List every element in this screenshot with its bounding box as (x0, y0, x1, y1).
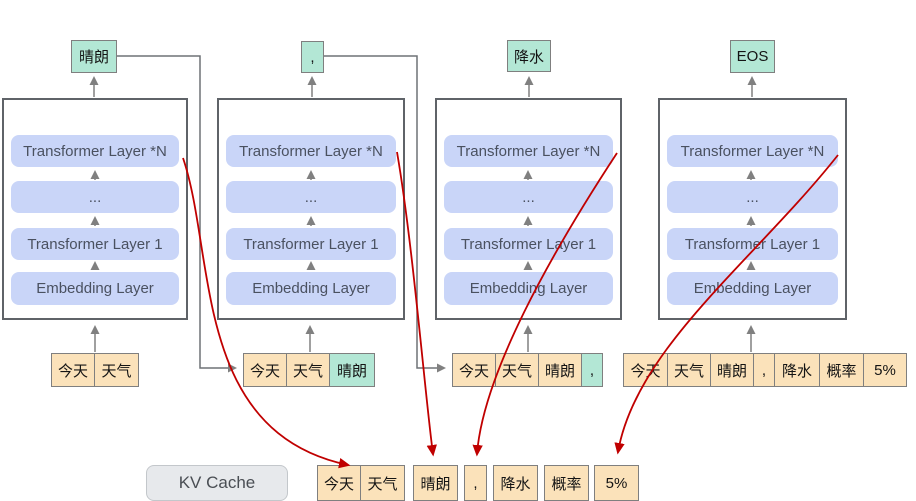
output-token: 晴朗 (71, 40, 117, 73)
input-token-cell: 天气 (667, 353, 711, 387)
cache-token-cell: 天气 (360, 465, 405, 501)
input-token-cell-new: 晴朗 (329, 353, 375, 387)
input-token-row-2: 今天 天气 晴朗 (243, 353, 375, 387)
transformer-layer-n-box: Transformer Layer *N (226, 135, 396, 167)
model-column-frame-2: Transformer Layer *N ... Transformer Lay… (217, 98, 405, 320)
embedding-layer-box: Embedding Layer (226, 272, 396, 305)
transformer-layer-1-box: Transformer Layer 1 (444, 228, 613, 260)
input-token-cell: 今天 (452, 353, 496, 387)
cache-token-cell: 概率 (544, 465, 589, 501)
input-token-cell: , (753, 353, 775, 387)
output-token: , (301, 41, 324, 73)
input-token-cell: 晴朗 (538, 353, 582, 387)
input-token-row-1: 今天 天气 (51, 353, 139, 387)
hidden-layers-ellipsis-box: ... (444, 181, 613, 213)
transformer-layer-1-box: Transformer Layer 1 (667, 228, 838, 260)
cache-token-cell: 5% (594, 465, 639, 501)
input-token-cell: 今天 (623, 353, 668, 387)
kv-cache-token-pair: 今天 天气 (317, 465, 405, 501)
input-token-row-4: 今天 天气 晴朗 , 降水 概率 5% (623, 353, 907, 387)
input-token-cell: 5% (863, 353, 907, 387)
transformer-layer-n-box: Transformer Layer *N (667, 135, 838, 167)
input-token-cell: 天气 (495, 353, 539, 387)
input-token-row-3: 今天 天气 晴朗 , (452, 353, 603, 387)
hidden-layers-ellipsis-box: ... (667, 181, 838, 213)
input-token-cell: 晴朗 (710, 353, 754, 387)
embedding-layer-box: Embedding Layer (667, 272, 838, 305)
embedding-layer-box: Embedding Layer (11, 272, 179, 305)
output-token: 降水 (507, 40, 551, 72)
model-column-frame-1: Transformer Layer *N ... Transformer Lay… (2, 98, 188, 320)
transformer-layer-1-box: Transformer Layer 1 (11, 228, 179, 260)
transformer-layer-n-box: Transformer Layer *N (11, 135, 179, 167)
input-token-cell: 概率 (819, 353, 864, 387)
model-column-frame-4: Transformer Layer *N ... Transformer Lay… (658, 98, 847, 320)
output-token-eos: EOS (730, 40, 775, 73)
kv-cache-label: KV Cache (146, 465, 288, 501)
input-token-cell: 天气 (286, 353, 330, 387)
input-token-cell: 今天 (51, 353, 95, 387)
cache-token-cell: , (464, 465, 487, 501)
cache-token-cell: 今天 (317, 465, 361, 501)
hidden-layers-ellipsis-box: ... (226, 181, 396, 213)
up-arrow-icon (90, 325, 756, 352)
cache-token-cell: 晴朗 (413, 465, 458, 501)
transformer-layer-n-box: Transformer Layer *N (444, 135, 613, 167)
input-token-cell: 降水 (774, 353, 820, 387)
transformer-layer-1-box: Transformer Layer 1 (226, 228, 396, 260)
cache-token-cell: 降水 (493, 465, 538, 501)
input-token-cell: 天气 (94, 353, 139, 387)
up-arrow-icon (90, 170, 756, 270)
up-arrow-icon (89, 76, 757, 97)
input-token-cell-new: , (581, 353, 603, 387)
hidden-layers-ellipsis-box: ... (11, 181, 179, 213)
input-token-cell: 今天 (243, 353, 287, 387)
model-column-frame-3: Transformer Layer *N ... Transformer Lay… (435, 98, 622, 320)
embedding-layer-box: Embedding Layer (444, 272, 613, 305)
